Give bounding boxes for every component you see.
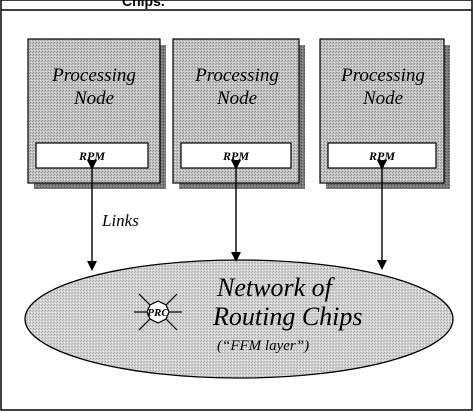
processing-node-3: Processing Node RPM [319,38,450,189]
node-label-line1: Processing [51,65,136,86]
prc-chip-icon: PRC [134,293,182,331]
network-label-line2: Routing Chips [212,302,363,331]
prc-label: PRC [147,307,169,319]
processing-node-1: Processing Node RPM [27,38,166,189]
node-label-line2: Node [73,88,114,109]
node-label-line2: Node [362,88,403,109]
ffm-layer-label: (“FFM layer”) [217,338,309,354]
node-label-line1: Processing [340,65,425,86]
node-label-line1: Processing [194,65,279,86]
rpm-label: RPM [222,149,249,163]
figure-caption: Chips. [122,0,165,9]
rpm-label: RPM [78,149,105,163]
network-label-line1: Network of [216,273,336,302]
node-label-line2: Node [216,88,257,109]
links-label: Links [101,211,139,230]
processing-node-2: Processing Node RPM [172,38,305,189]
rpm-label: RPM [368,149,395,163]
